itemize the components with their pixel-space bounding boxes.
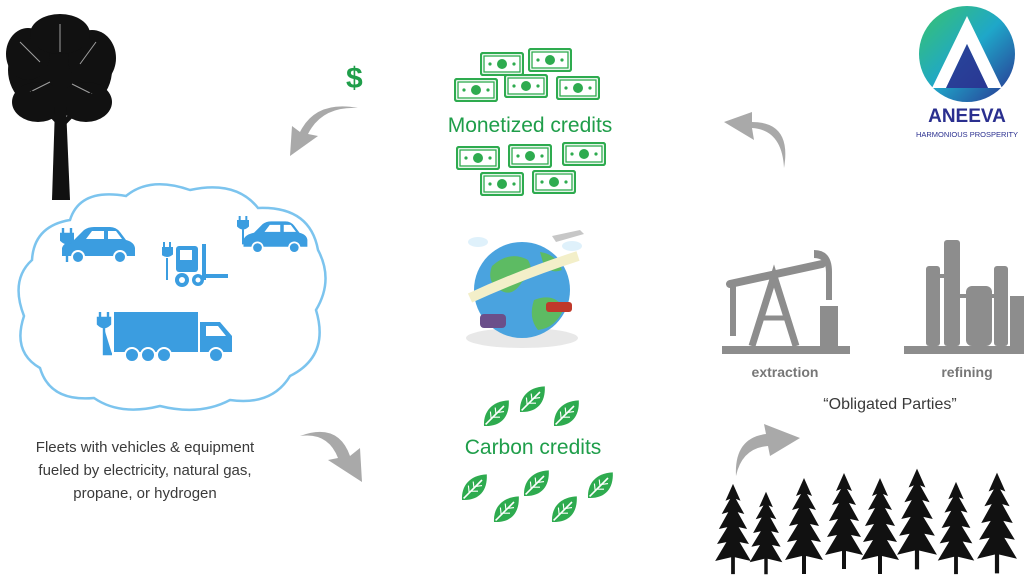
logo-name: ANEEVA bbox=[928, 106, 1006, 127]
refining-label: refining bbox=[941, 364, 993, 380]
fleet-caption-line-1: Fleets with vehicles & equipment bbox=[35, 439, 255, 456]
electric-car-icon-2 bbox=[240, 216, 310, 260]
pumpjack-icon bbox=[722, 236, 850, 356]
logo-tagline: HARMONIOUS PROSPERITY bbox=[915, 130, 1019, 139]
arrow-to-carbon bbox=[298, 430, 368, 486]
electric-truck-icon bbox=[96, 308, 236, 364]
carbon-credits-label: Carbon credits bbox=[464, 436, 602, 459]
dollar-sign: $ bbox=[346, 62, 363, 95]
banknote-stack-top bbox=[450, 44, 610, 106]
fleet-caption-line-3: propane, or hydrogen bbox=[73, 485, 217, 502]
leaf-cluster-bottom bbox=[454, 464, 624, 530]
banknote-stack-bottom bbox=[452, 140, 612, 200]
refinery-icon bbox=[904, 236, 1024, 356]
fleet-caption: Fleets with vehicles & equipment fueled … bbox=[10, 436, 280, 505]
monetized-credits-label: Monetized credits bbox=[447, 114, 613, 137]
leaf-cluster-top bbox=[478, 384, 588, 434]
electric-forklift-icon bbox=[162, 240, 234, 290]
pine-forest-icon bbox=[714, 460, 1024, 576]
tree-icon bbox=[0, 12, 120, 202]
fleet-caption-line-2: fueled by electricity, natural gas, bbox=[38, 462, 252, 479]
globe-icon bbox=[452, 216, 592, 356]
plug-icon-2 bbox=[236, 216, 250, 246]
aneeva-logo: ANEEVA HARMONIOUS PROSPERITY bbox=[914, 4, 1020, 144]
obligated-parties-label: “Obligated Parties” bbox=[823, 396, 957, 413]
arrow-to-tree bbox=[282, 104, 362, 160]
plug-icon bbox=[60, 228, 74, 264]
arrow-to-monetized bbox=[718, 110, 790, 172]
extraction-label: extraction bbox=[751, 364, 819, 380]
arrow-to-industry bbox=[732, 420, 804, 478]
